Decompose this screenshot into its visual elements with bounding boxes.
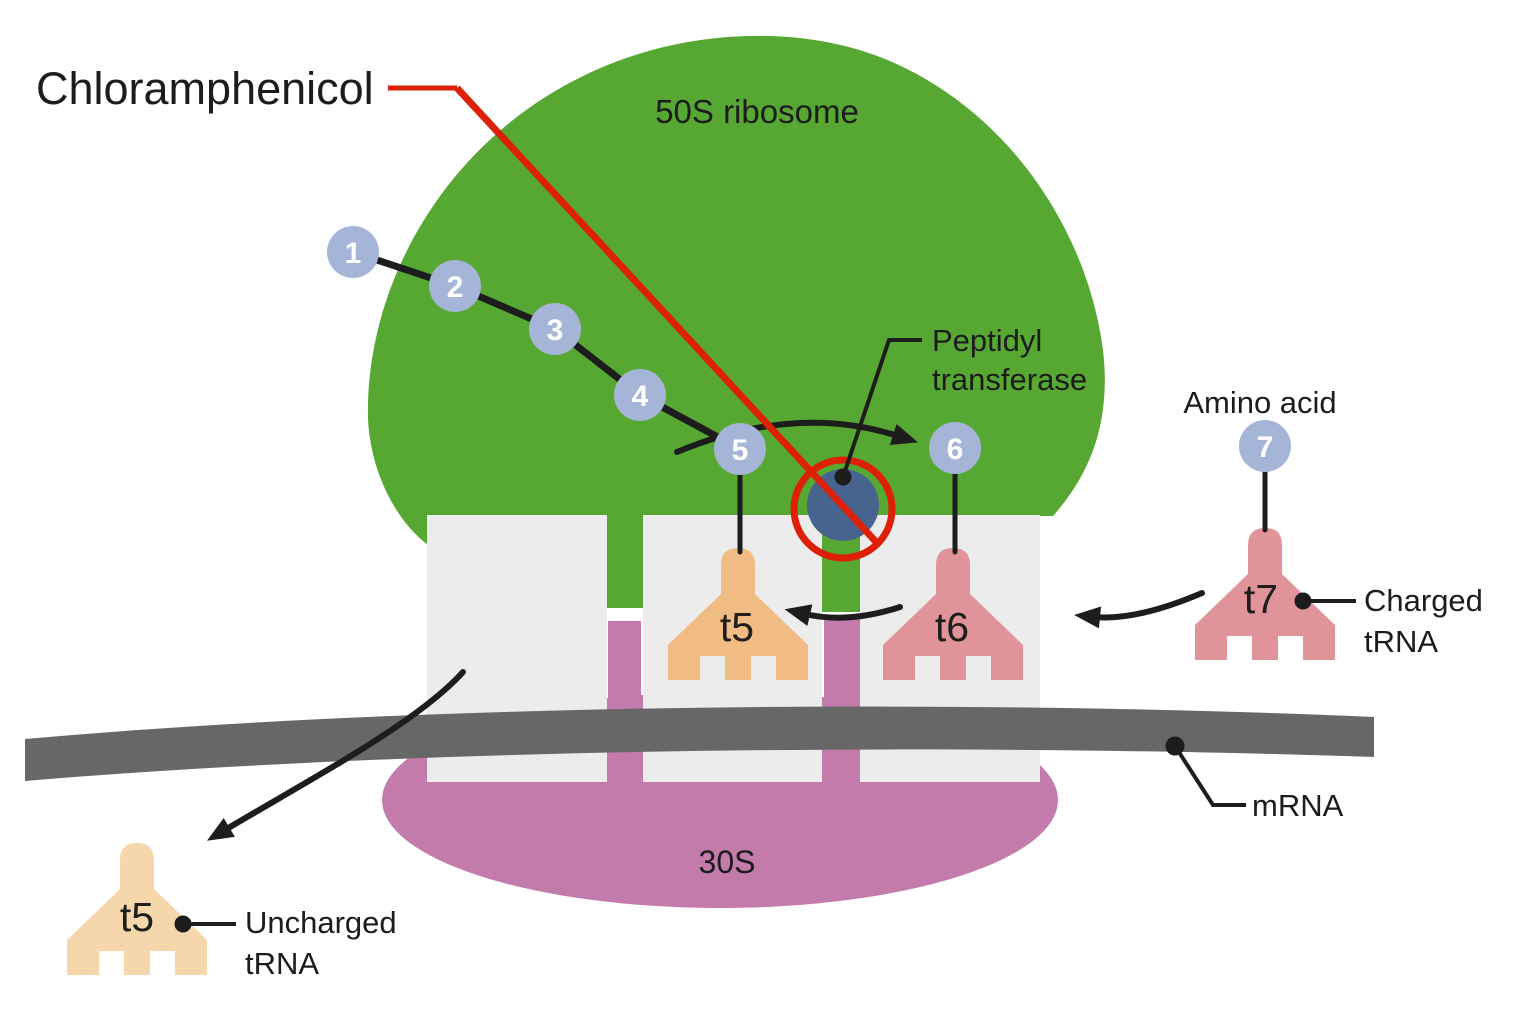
amino-acid-chain: 1 2 3 4 5 6 (327, 226, 981, 475)
trna-t5-ejected-label: t5 (120, 894, 154, 940)
amino-acid-label: Amino acid (1183, 385, 1336, 420)
mrna-label: mRNA (1252, 788, 1344, 823)
leader-lines (174, 338, 1356, 933)
amino-acid-5-label: 5 (732, 434, 749, 467)
trna-t6-label: t6 (935, 604, 969, 650)
inhibition-slash-icon (454, 85, 880, 546)
amino-acid-3 (529, 303, 581, 355)
mrna-strand (25, 706, 1374, 781)
ribosome-30s-label: 30S (699, 844, 756, 880)
mrna-leader-line (1173, 744, 1246, 807)
uncharged-trna-label-line1: Uncharged (245, 905, 397, 940)
peptidyl-transferase-label-line2: transferase (932, 362, 1087, 397)
charged-trna-label-line2: tRNA (1364, 624, 1438, 659)
translocation-arrow (674, 419, 919, 455)
amino-acid-1 (327, 226, 379, 278)
amino-acid-6 (929, 422, 981, 474)
ribosome-50s-strip-left (606, 510, 643, 608)
ribosome-50s-body (367, 35, 1105, 546)
amino-acid-2 (429, 260, 481, 312)
trna-t5-label: t5 (720, 604, 754, 650)
trna-t7-label: t7 (1244, 576, 1278, 622)
amino-acid-4-label: 4 (632, 380, 649, 413)
amino-acid-5 (714, 423, 766, 475)
incoming-trna-arrow (1074, 590, 1205, 629)
ejected-trna-arrow (206, 669, 466, 841)
peptidyl-transferase-label-line1: Peptidyl (932, 323, 1042, 358)
amino-acid-1-label: 1 (345, 237, 362, 270)
inhibition-circle-icon (790, 456, 896, 562)
amino-acid-4 (614, 369, 666, 421)
peptidyl-leader-line (841, 338, 922, 478)
charged-trna-label-line1: Charged (1364, 583, 1483, 618)
amino-acid-3-label: 3 (547, 314, 564, 347)
trna-handoff-arrow (784, 604, 903, 626)
ribosome-50s-label: 50S ribosome (655, 93, 859, 130)
amino-acid-7 (1239, 420, 1291, 472)
amino-acid-7-label: 7 (1257, 431, 1274, 464)
chloramphenicol-title: Chloramphenicol (36, 63, 374, 114)
amino-acid-6-label: 6 (947, 433, 964, 466)
uncharged-trna-label-line2: tRNA (245, 946, 319, 981)
amino-acid-2-label: 2 (447, 271, 464, 304)
